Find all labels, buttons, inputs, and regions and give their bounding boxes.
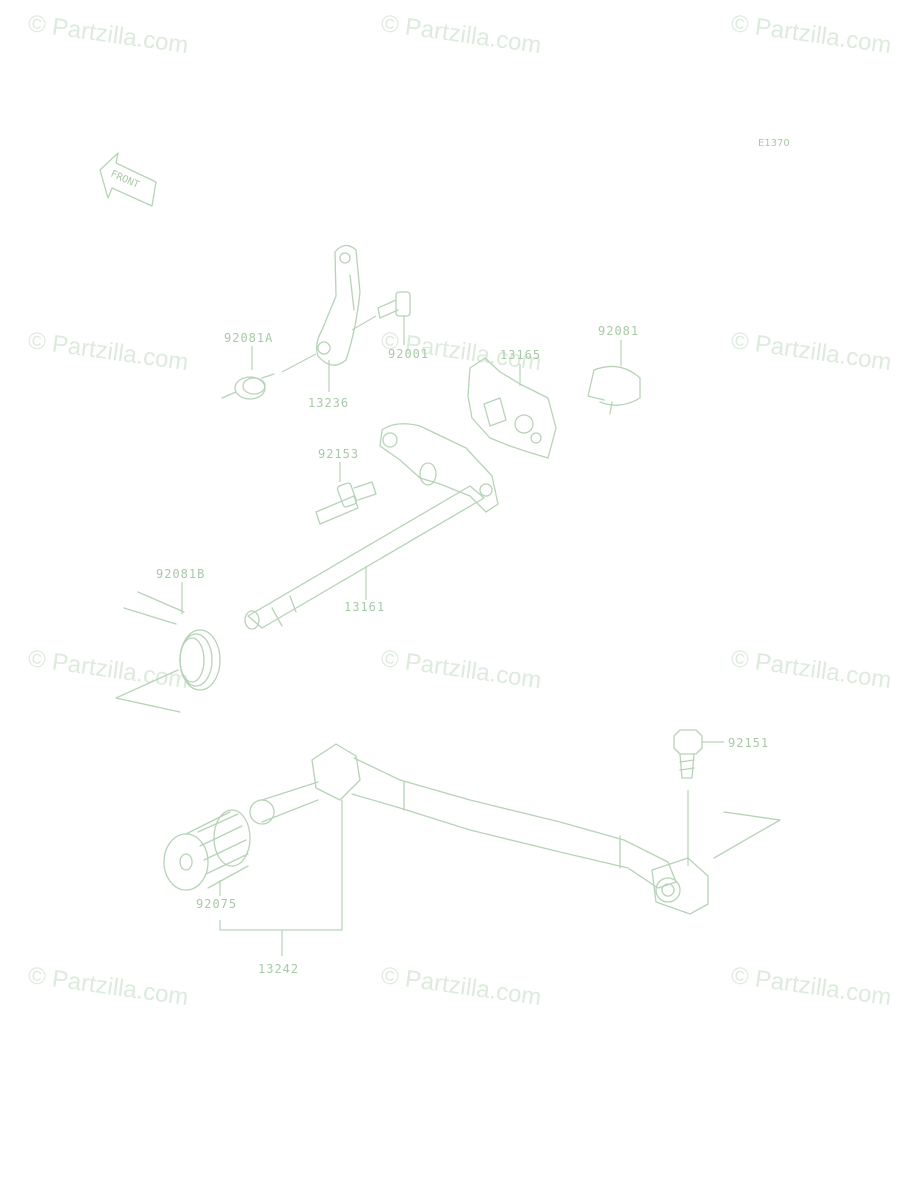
part-13236-shape — [316, 244, 361, 366]
part-92081-shape — [587, 340, 641, 415]
part-92001-shape — [351, 291, 411, 345]
part-label-13165[interactable]: 13165 — [500, 348, 542, 362]
part-label-13236[interactable]: 13236 — [308, 396, 350, 410]
part-92081a-shape — [221, 346, 330, 400]
part-label-92151[interactable]: 92151 — [728, 736, 770, 750]
part-label-92075[interactable]: 92075 — [196, 897, 238, 911]
part-13161-shape — [244, 423, 499, 630]
part-13165-shape — [467, 357, 557, 459]
part-92075-shape — [163, 809, 251, 896]
part-label-13161[interactable]: 13161 — [344, 600, 386, 614]
part-13242-shape — [219, 743, 709, 956]
part-92151-shape — [673, 729, 781, 866]
front-arrow-icon: FRONT — [99, 152, 157, 207]
part-label-92081a[interactable]: 92081A — [224, 331, 274, 345]
part-label-13242[interactable]: 13242 — [258, 962, 300, 976]
part-label-92153[interactable]: 92153 — [318, 447, 360, 461]
diagram-code: E1370 — [758, 138, 790, 149]
part-92153-shape — [315, 462, 377, 525]
part-92081b-shape — [115, 582, 221, 713]
part-label-92081b[interactable]: 92081B — [156, 567, 206, 581]
part-label-92081[interactable]: 92081 — [598, 324, 640, 338]
part-label-92001[interactable]: 92001 — [388, 347, 430, 361]
